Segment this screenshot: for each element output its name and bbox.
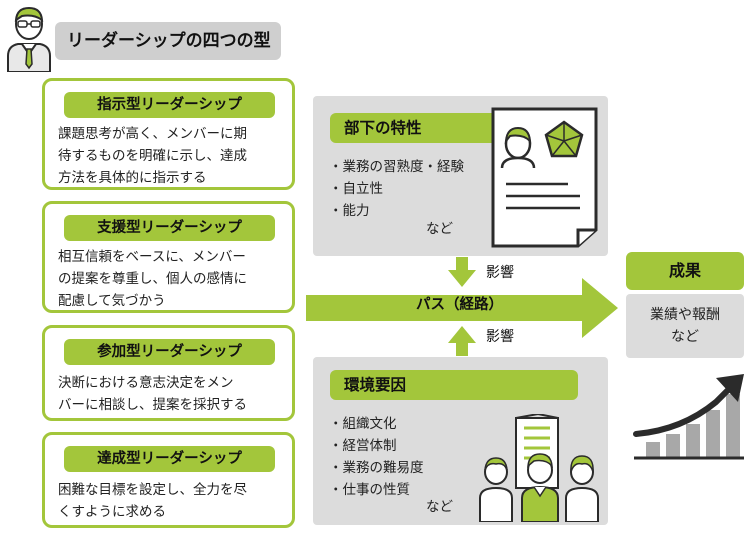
environment-title: 環境要因 — [330, 370, 578, 400]
path-label: パス（経路） — [416, 297, 503, 313]
style-title-participative: 参加型リーダーシップ — [64, 339, 275, 365]
style-desc-supportive: 相互信頼をベースに、メンバー の提案を尊重し、個人の感情に 配慮して気づかう — [58, 249, 247, 309]
page-title: リーダーシップの四つの型 — [55, 22, 281, 60]
path-arrow — [306, 278, 618, 338]
environment-list: ・組織文化 ・経営体制 ・業務の難易度 ・仕事の性質 — [329, 416, 424, 498]
result-panel: 業績や報酬 など — [626, 294, 744, 358]
environment-etc: など — [426, 499, 453, 515]
style-title-directive: 指示型リーダーシップ — [64, 92, 275, 118]
style-box-supportive: 支援型リーダーシップ 相互信頼をベースに、メンバー の提案を尊重し、個人の感情に… — [42, 201, 295, 313]
style-box-achievement: 達成型リーダーシップ 困難な目標を設定し、全力を尽 くすように求める — [42, 432, 295, 528]
subordinate-etc: など — [426, 221, 453, 237]
influence-up-arrow — [448, 326, 476, 356]
style-desc-participative: 決断における意志決定をメン バーに相談し、提案を採択する — [58, 375, 247, 413]
style-desc-directive: 課題思考が高く、メンバーに期 待するものを明確に示し、達成 方法を具体的に指示す… — [58, 126, 247, 186]
influence-label-bottom: 影響 — [486, 329, 514, 345]
team-building-icon — [478, 414, 606, 522]
style-box-participative: 参加型リーダーシップ 決断における意志決定をメン バーに相談し、提案を採択する — [42, 325, 295, 421]
style-box-directive: 指示型リーダーシップ 課題思考が高く、メンバーに期 待するものを明確に示し、達成… — [42, 78, 295, 190]
profile-document-icon — [490, 106, 602, 248]
growth-chart-icon — [632, 370, 746, 460]
subordinate-title: 部下の特性 — [330, 113, 520, 143]
page-title-text: リーダーシップの四つの型 — [67, 31, 271, 51]
style-title-supportive: 支援型リーダーシップ — [64, 215, 275, 241]
result-title: 成果 — [626, 252, 744, 290]
influence-down-arrow — [448, 257, 476, 287]
influence-label-top: 影響 — [486, 265, 514, 281]
style-title-achievement: 達成型リーダーシップ — [64, 446, 275, 472]
style-desc-achievement: 困難な目標を設定し、全力を尽 くすように求める — [58, 482, 247, 520]
leader-icon — [4, 4, 54, 72]
subordinate-list: ・業務の習熟度・経験 ・自立性 ・能力 — [329, 159, 464, 219]
